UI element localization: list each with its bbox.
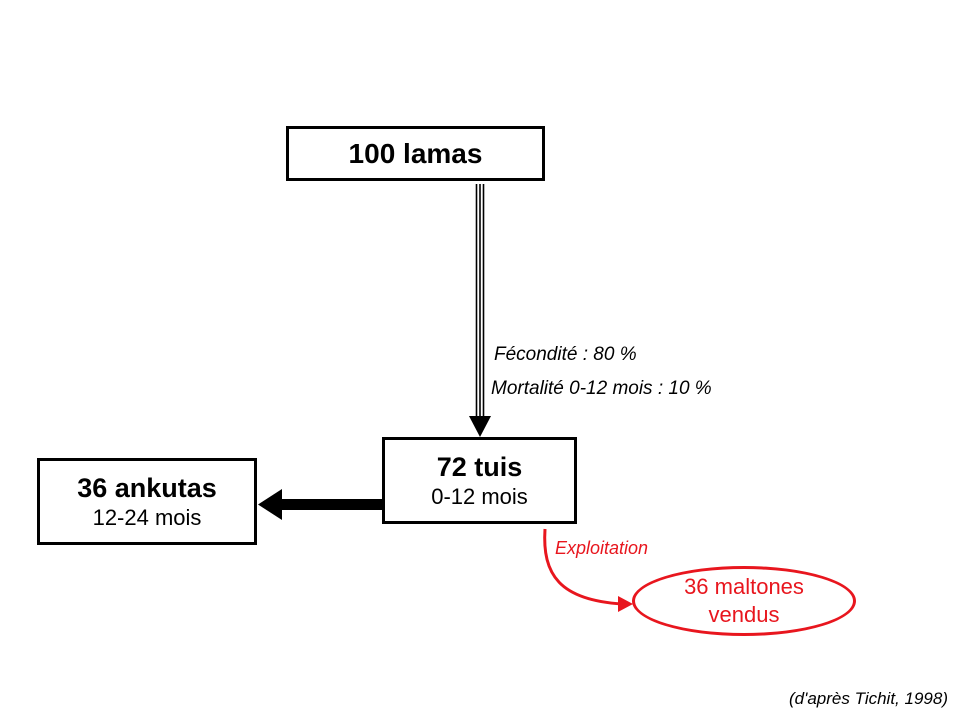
node-title: 36 ankutas [77, 472, 217, 503]
node-36-maltones-vendus: 36 maltones vendus [632, 566, 856, 636]
edge-label-mortalite: Mortalité 0-12 mois : 10 % [491, 378, 712, 399]
edge-label-exploitation: Exploitation [555, 538, 649, 558]
node-72-tuis: 72 tuis 0-12 mois [382, 437, 577, 524]
node-title: 72 tuis [436, 451, 523, 482]
node-36-ankutas: 36 ankutas 12-24 mois [37, 458, 257, 545]
arrow-exploitation [543, 528, 633, 612]
node-100-lamas: 100 lamas [286, 126, 545, 181]
edge-label-fecondite: Fécondité : 80 % [494, 344, 637, 365]
arrow-lamas-to-tuis [469, 184, 491, 437]
node-title: 100 lamas [348, 137, 483, 169]
arrow-tuis-to-ankutas [258, 489, 382, 520]
node-subtitle: 0-12 mois [431, 483, 528, 509]
node-label: 36 maltones vendus [684, 574, 804, 627]
source-citation: (d'après Tichit, 1998) [788, 689, 948, 708]
node-subtitle: 12-24 mois [92, 504, 202, 530]
